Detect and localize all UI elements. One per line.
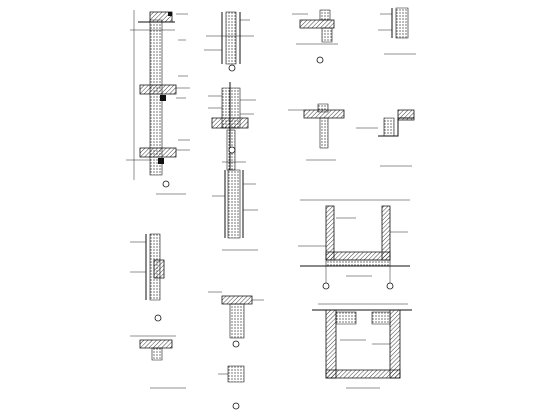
step-detail-right (378, 8, 416, 54)
pier-section-c (212, 170, 258, 250)
wall-section-left-lower (130, 234, 164, 321)
tank-section-upper (298, 200, 410, 289)
tank-section-lower (312, 304, 412, 388)
pier-section-a (204, 12, 254, 71)
column-cap-detail (208, 292, 264, 409)
corbel-detail-top (292, 10, 338, 63)
corbel-detail-mid (288, 104, 344, 160)
wall-column-section (126, 10, 190, 194)
step-detail-right-mid (356, 110, 414, 166)
pier-section-b (208, 82, 256, 170)
slab-edge-left (130, 336, 186, 388)
